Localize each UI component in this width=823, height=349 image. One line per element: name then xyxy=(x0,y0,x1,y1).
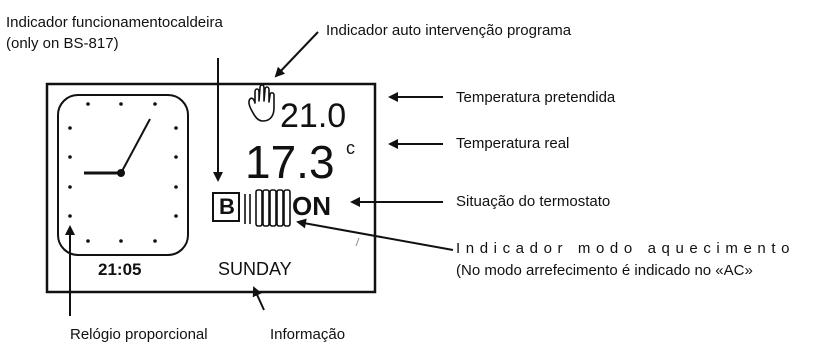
display-mark xyxy=(355,237,360,247)
arrow-information xyxy=(252,286,265,311)
analog-clock-icon xyxy=(57,94,189,256)
label-heating-mode-line1: Indicador modo aquecimento xyxy=(456,240,796,257)
label-thermostat-status: Situação do termostato xyxy=(456,193,611,210)
arrow-heating-mode xyxy=(296,218,454,251)
lcd-frame xyxy=(45,82,377,294)
label-information: Informação xyxy=(270,326,346,343)
boiler-indicator-box xyxy=(212,192,240,222)
day-info: SUNDAY xyxy=(218,259,292,279)
label-heating-mode-line2: (No modo arrefecimento é indicado no «AC… xyxy=(456,262,753,279)
clock-time: 21:05 xyxy=(98,260,142,279)
label-proportional-clock: Relógio proporcional xyxy=(70,326,208,343)
thermostat-status-value: ON xyxy=(292,191,331,221)
boiler-indicator-letter: B xyxy=(219,194,235,219)
real-temp-value: 17.3 xyxy=(245,136,335,188)
target-temp-value: 21.0 xyxy=(280,97,347,135)
label-target-temp: Temperatura pretendida xyxy=(456,89,616,106)
label-real-temp: Temperatura real xyxy=(456,135,570,152)
arrow-auto-intervention xyxy=(274,31,319,78)
hand-icon xyxy=(248,84,275,122)
label-auto-intervention: Indicador auto intervenção programa xyxy=(326,22,572,39)
temp-unit: c xyxy=(346,138,355,158)
radiator-icon xyxy=(244,189,291,227)
label-boiler-indicator-line1: Indicador funcionamentocaldeira xyxy=(6,14,223,31)
callout-arrows xyxy=(65,31,454,316)
label-boiler-indicator-line2: (only on BS-817) xyxy=(6,35,119,52)
